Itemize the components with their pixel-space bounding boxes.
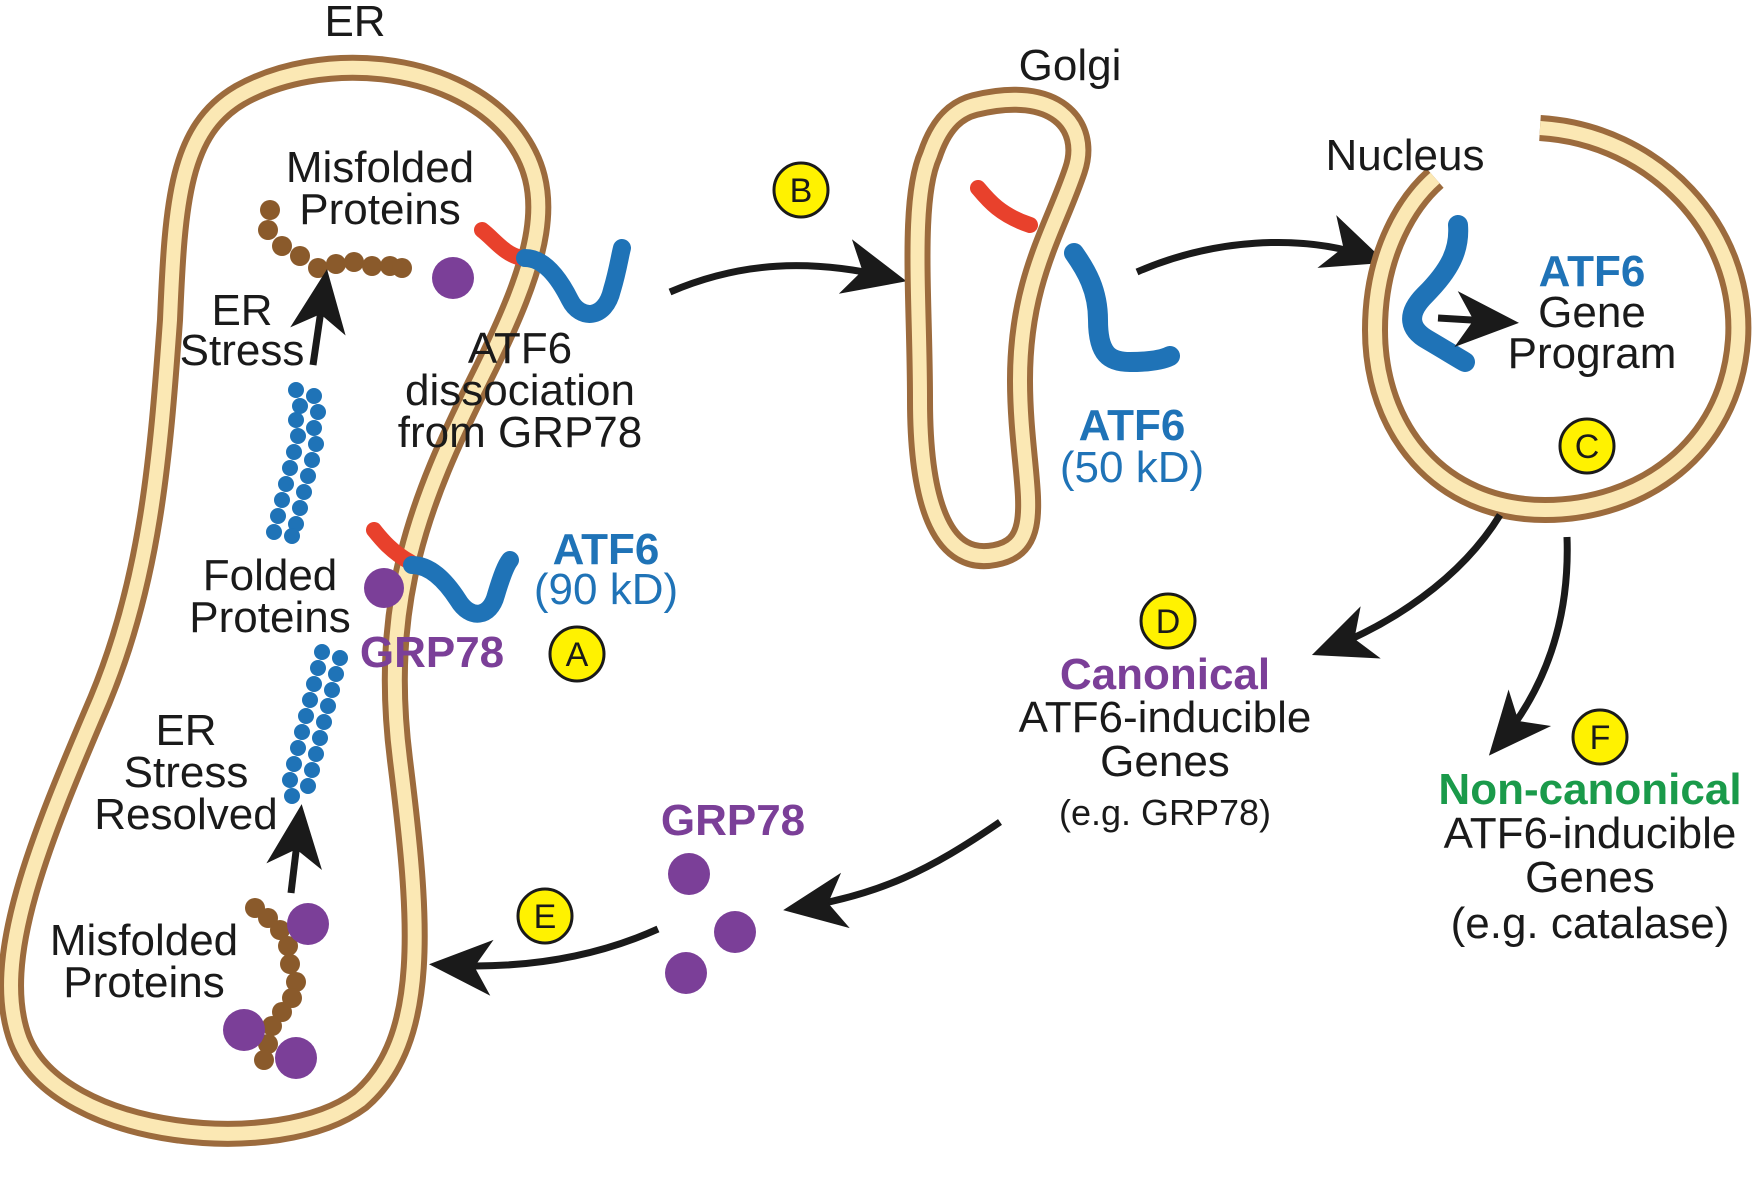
- canonical-title: Canonical: [1060, 650, 1270, 699]
- er-stress-resolved-arrow: [266, 804, 322, 894]
- gene-program-label-1: ATF6: [1539, 247, 1646, 296]
- noncanonical-example: (e.g. catalase): [1451, 899, 1730, 948]
- arrow-grp78-to-er: [429, 925, 660, 996]
- resolved-label-2: Stress: [124, 748, 249, 797]
- arrow-canonical-to-grp78: [783, 819, 1002, 929]
- grp78-molecule-new-3: [665, 952, 707, 994]
- resolved-label-3: Resolved: [94, 790, 277, 839]
- grp78-molecule-dissociated: [432, 257, 474, 299]
- er-title: ER: [324, 0, 385, 46]
- golgi-organelle: [904, 86, 1092, 570]
- gene-program-label-2: Gene: [1538, 288, 1646, 337]
- noncanonical-line-2: Genes: [1525, 853, 1655, 902]
- folded-proteins-label-2: Proteins: [189, 593, 350, 642]
- svg-text:F: F: [1590, 719, 1611, 757]
- arrow-er-to-golgi: [668, 239, 907, 296]
- noncanonical-title: Non-canonical: [1438, 765, 1741, 814]
- dissociation-label-1: ATF6: [468, 324, 572, 373]
- grp78-bound-misfolded-3: [275, 1037, 317, 1079]
- badge-d: D: [1139, 592, 1197, 650]
- er-stress-arrow: [290, 269, 346, 366]
- misfolded-bottom-label-2: Proteins: [63, 958, 224, 1007]
- grp78-molecule-new-2: [714, 911, 756, 953]
- grp78-molecule-bound: [364, 568, 404, 608]
- misfolded-protein-chain-bottom: [245, 898, 306, 1070]
- badge-c: C: [1558, 417, 1616, 475]
- nucleus-organelle: [1361, 115, 1752, 524]
- canonical-line-1: ATF6-inducible: [1019, 693, 1312, 742]
- atf6-90kd-size: (90 kD): [534, 565, 678, 614]
- canonical-example: (e.g. GRP78): [1059, 792, 1271, 833]
- er-membrane-inner: [4, 60, 546, 1141]
- grp78-bound-misfolded-2: [223, 1009, 265, 1051]
- arrow-nucleus-to-canonical: [1311, 513, 1503, 659]
- gene-program-label-3: Program: [1508, 329, 1677, 378]
- atf6-50kd-nucleus: [1402, 215, 1475, 372]
- gene-program-arrow: [1437, 291, 1519, 348]
- dissociation-label-3: from GRP78: [398, 408, 643, 457]
- misfolded-bottom-label-1: Misfolded: [50, 916, 238, 965]
- folded-protein-helix-top: [266, 382, 326, 544]
- svg-text:D: D: [1156, 603, 1181, 641]
- atf6-90kd-bound: [366, 522, 519, 623]
- golgi-title: Golgi: [1019, 41, 1122, 90]
- atf6-50kd-golgi: [1064, 243, 1180, 373]
- badge-e: E: [516, 887, 574, 945]
- secreted-grp78-label: GRP78: [661, 796, 805, 845]
- atf6-90kd-name: ATF6: [553, 525, 660, 574]
- er-stress-label-2: Stress: [180, 326, 305, 375]
- er-stress-label-1: ER: [211, 286, 272, 335]
- grp78-label-er: GRP78: [360, 628, 504, 677]
- svg-text:C: C: [1575, 428, 1600, 466]
- canonical-line-2: Genes: [1100, 737, 1230, 786]
- svg-text:A: A: [566, 636, 589, 674]
- noncanonical-line-1: ATF6-inducible: [1444, 809, 1737, 858]
- atf6-cleaved-fragment: [970, 180, 1038, 233]
- misfolded-top-label-2: Proteins: [299, 185, 460, 234]
- badge-b: B: [772, 161, 830, 219]
- nucleus-title: Nucleus: [1326, 131, 1485, 180]
- atf6-50kd-size: (50 kD): [1060, 443, 1204, 492]
- grp78-molecule-cluster: [665, 853, 756, 994]
- grp78-molecule-new-1: [668, 853, 710, 895]
- resolved-label-1: ER: [155, 706, 216, 755]
- badge-f: F: [1571, 708, 1629, 766]
- svg-text:B: B: [790, 172, 813, 210]
- arrow-nucleus-to-noncanonical: [1488, 536, 1571, 756]
- atf6-dissociating: [474, 222, 631, 323]
- svg-text:E: E: [534, 898, 557, 936]
- er-organelle: [0, 54, 552, 1147]
- badge-a: A: [548, 625, 606, 683]
- folded-proteins-label-1: Folded: [203, 551, 338, 600]
- atf6-50kd-name: ATF6: [1079, 401, 1186, 450]
- dissociation-label-2: dissociation: [405, 366, 635, 415]
- grp78-bound-misfolded-1: [287, 903, 329, 945]
- misfolded-top-label-1: Misfolded: [286, 143, 474, 192]
- arrow-golgi-to-nucleus: [1135, 215, 1387, 276]
- folded-protein-helix-bottom: [282, 644, 348, 804]
